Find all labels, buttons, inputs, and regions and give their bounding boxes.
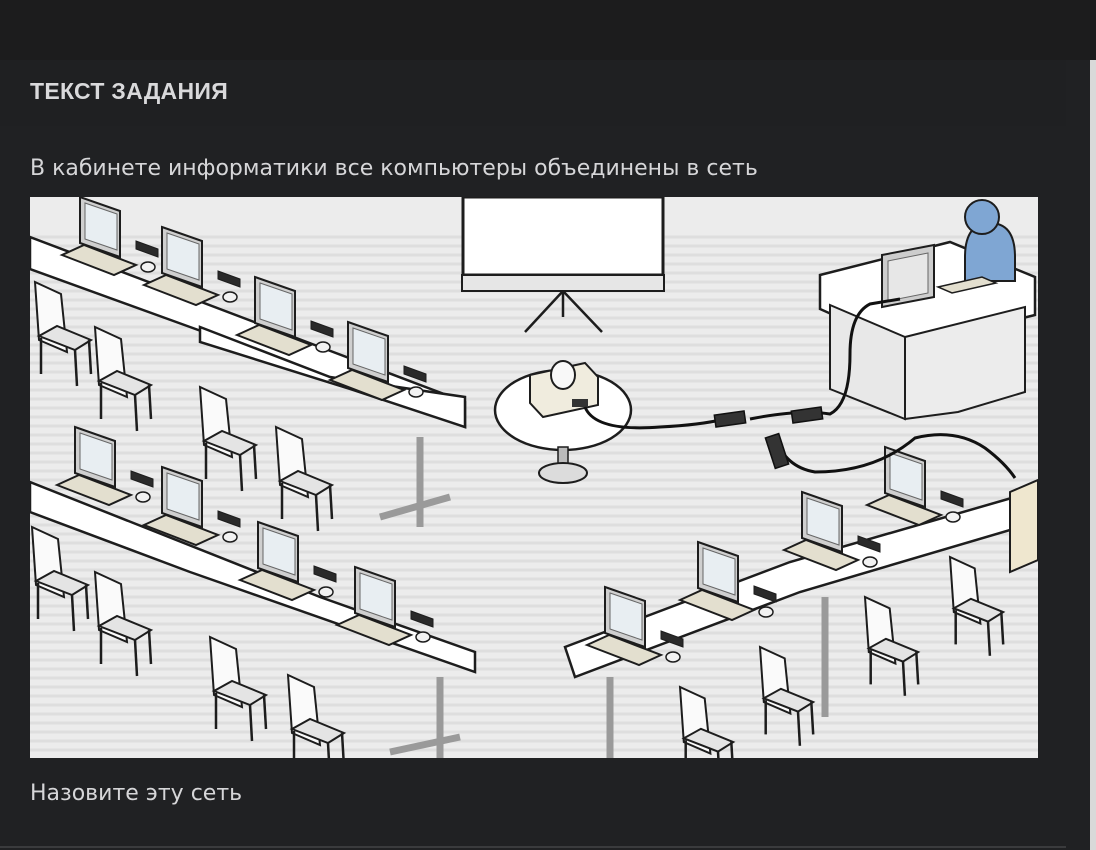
network-cable-icon: [583, 297, 1017, 479]
chair-icon: [33, 280, 94, 387]
projector-icon: [529, 360, 599, 419]
task-title: ТЕКСТ ЗАДАНИЯ: [30, 78, 229, 104]
chair-icon: [948, 555, 1006, 656]
chair-icon: [758, 645, 816, 746]
teacher-monitor-icon: [881, 243, 999, 309]
cable-connector-icon: [790, 406, 824, 424]
student-computer-icon: [584, 585, 684, 667]
chair-icon: [274, 425, 335, 532]
chair-icon: [678, 685, 736, 758]
student-computer-icon: [141, 465, 241, 547]
chair-icon: [30, 525, 91, 632]
desk: [563, 495, 1022, 758]
teacher-icon: [964, 199, 1016, 282]
divider: [0, 846, 1066, 848]
chair-icon: [93, 325, 154, 432]
chair-icon: [93, 570, 154, 677]
task-header: ТЕКСТ ЗАДАНИЯ: [0, 60, 1066, 126]
student-computer-icon: [864, 445, 964, 527]
cable-connector-icon: [713, 410, 747, 428]
chair-icon: [208, 635, 269, 742]
task-question: Назовите эту сеть: [30, 781, 243, 806]
student-computer-icon: [327, 320, 427, 402]
cable-connector-icon: [764, 432, 790, 470]
task-card: ТЕКСТ ЗАДАНИЯ В кабинете информатики все…: [0, 60, 1090, 850]
chair-icon: [863, 595, 921, 696]
desk: [30, 480, 477, 758]
student-computer-icon: [54, 425, 154, 507]
chair-icon: [198, 385, 259, 492]
student-computer-icon: [334, 565, 434, 647]
student-computer-icon: [677, 540, 777, 622]
chair-icon: [286, 673, 347, 758]
projector-screen-icon: [461, 197, 665, 333]
scrollbar[interactable]: [1090, 60, 1096, 850]
desk: [198, 325, 467, 429]
student-computer-icon: [237, 520, 337, 602]
system-unit-icon: [1009, 478, 1038, 574]
task-intro: В кабинете информатики все компьютеры об…: [30, 156, 758, 181]
top-bar: [0, 0, 1096, 60]
classroom-network-illustration: [30, 197, 1038, 758]
student-computer-icon: [141, 225, 241, 307]
student-computer-icon: [234, 275, 334, 357]
student-computer-icon: [781, 490, 881, 572]
student-computer-icon: [59, 197, 159, 277]
